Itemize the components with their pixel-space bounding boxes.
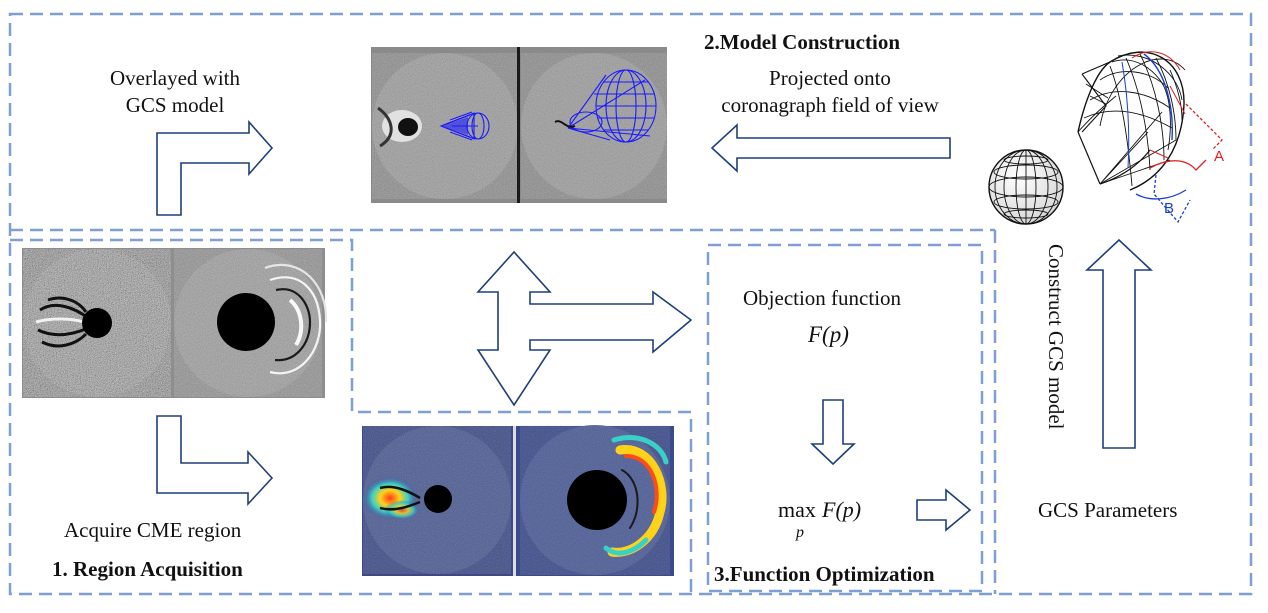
- acquire-cme-label: Acquire CME region: [64, 518, 242, 542]
- projection-label-line2: coronagraph field of view: [721, 93, 939, 117]
- gcs-parameters-label: GCS Parameters: [1038, 498, 1178, 522]
- region-acquisition-border: [10, 238, 693, 594]
- construct-gcs-label: Construct GCS model: [1044, 244, 1068, 430]
- overlay-label-line2: GCS model: [125, 93, 225, 117]
- projection-label-line1: Projected onto: [769, 66, 891, 90]
- arrow-right-result: [916, 488, 972, 532]
- sun-globe: [988, 149, 1064, 225]
- model-construction-title: 2.Model Construction: [704, 30, 900, 54]
- max-operator: max: [778, 497, 816, 522]
- function-optimization-title: 3.Function Optimization: [714, 562, 935, 586]
- heatmap-image-pair: [362, 425, 674, 576]
- max-expression: F(p): [822, 497, 862, 522]
- arrow-elbow-acquire: [156, 415, 274, 507]
- flow-arrows: [156, 119, 1154, 532]
- arrow-up-construct: [1084, 238, 1154, 449]
- angle-a-label: A: [1214, 148, 1225, 165]
- gcs-angle-annotations: [1135, 103, 1223, 224]
- raw-image-pair: [22, 248, 328, 398]
- angle-b-label: B: [1164, 200, 1175, 217]
- max-subscript: p: [796, 524, 804, 541]
- section-borders: [8, 12, 1253, 596]
- outer-border: [8, 12, 1253, 596]
- arrow-projection-left: [710, 123, 951, 173]
- arrow-down-optimize: [810, 399, 856, 466]
- region-acquisition-title: 1. Region Acquisition: [52, 557, 243, 581]
- arrow-elbow-overlay: [156, 119, 274, 216]
- objective-label: Objection function: [743, 286, 902, 310]
- function-optimization-border: [706, 243, 984, 593]
- arrow-four-way: [476, 250, 693, 407]
- objective-expression: F(p): [808, 322, 849, 347]
- gcs-model-mesh: [1077, 51, 1186, 191]
- overlay-image-pair: [371, 47, 667, 203]
- overlay-label-line1: Overlayed with: [109, 66, 241, 90]
